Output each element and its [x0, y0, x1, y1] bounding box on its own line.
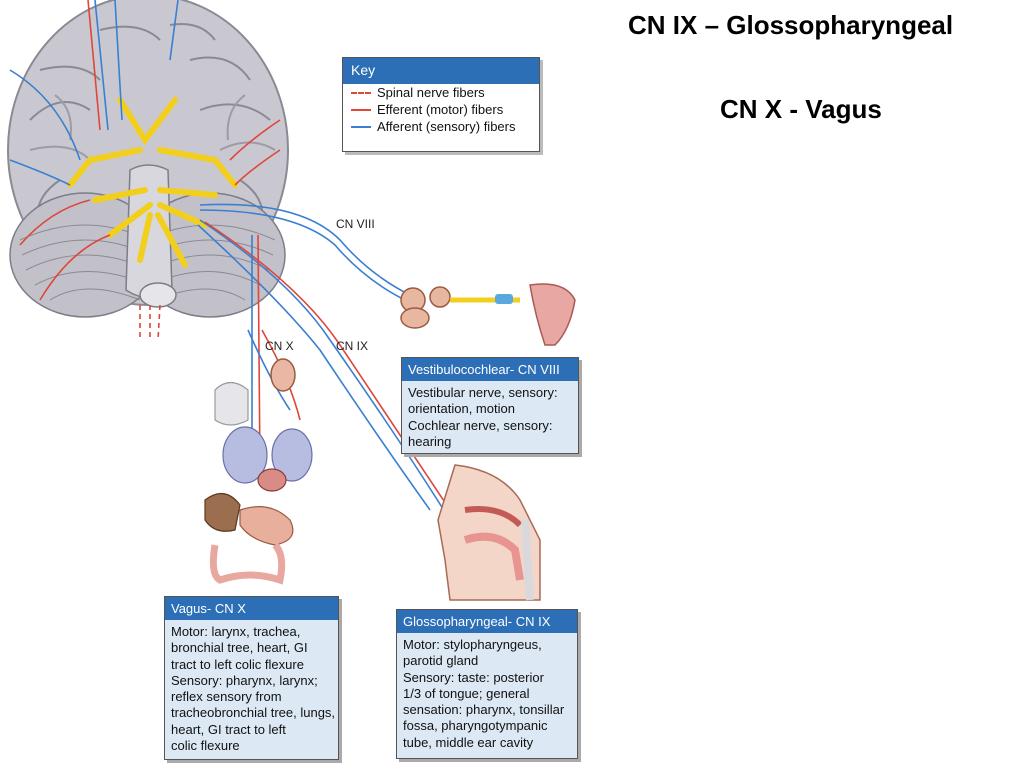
- solid-red-swatch: [351, 108, 371, 111]
- inner-ear: [400, 283, 576, 346]
- box-line: colic flexure: [171, 738, 240, 754]
- vagus-target-organs: [204, 358, 313, 585]
- spinal-fibers-top: [9, 0, 281, 341]
- legend-key: Key Spinal nerve fibers Efferent (motor)…: [342, 57, 540, 152]
- label-cn-x: CN X: [265, 339, 294, 353]
- box-line: reflex sensory from: [171, 689, 282, 705]
- box-line: Motor: stylopharyngeus,: [403, 637, 542, 652]
- box-line: bronchial tree, heart, GI: [171, 640, 308, 656]
- legend-label: Afferent (sensory) fibers: [377, 119, 516, 134]
- label-cn-ix: CN IX: [336, 339, 369, 353]
- solid-blue-swatch: [351, 125, 371, 128]
- box-line: 1/3 of tongue; general: [403, 685, 530, 701]
- box-heading: Vestibulocochlear- CN VIII: [402, 358, 578, 381]
- slide-title-cn-ix: CN IX – Glossopharyngeal: [628, 10, 954, 40]
- slide-title-cn-x: CN X - Vagus: [720, 94, 882, 124]
- box-line: tube, middle ear cavity: [403, 734, 534, 750]
- box-line: Vestibular nerve, sensory:: [408, 385, 558, 400]
- label-cn-viii: CN VIII: [336, 217, 375, 231]
- box-line: Cochlear nerve, sensory:: [408, 417, 553, 433]
- box-line: tract to left colic flexure: [171, 656, 304, 672]
- cn-ix-x-fibers: [197, 219, 506, 581]
- glossopharyngeal-box: Glossopharyngeal- CN IX Motor: stylophar…: [396, 609, 578, 759]
- box-line: hearing: [408, 433, 452, 449]
- box-line: sensation: pharynx, tonsillar: [403, 702, 565, 718]
- box-line: Sensory: taste: posterior: [403, 669, 544, 685]
- box-line: tracheobronchial tree, lungs,: [171, 705, 336, 721]
- legend-heading: Key: [343, 58, 539, 84]
- box-line: Motor: larynx, trachea,: [171, 624, 301, 639]
- legend-item-spinal: Spinal nerve fibers: [343, 84, 539, 101]
- box-heading: Glossopharyngeal- CN IX: [397, 610, 577, 633]
- box-line: parotid gland: [403, 653, 479, 669]
- cn-viii-fibers: [199, 203, 411, 301]
- vestibulocochlear-box: Vestibulocochlear- CN VIII Vestibular ne…: [401, 357, 579, 454]
- box-line: fossa, pharyngotympanic: [403, 718, 548, 734]
- cranial-nerve-roots: [67, 97, 238, 268]
- head-sagittal-view: [437, 464, 541, 601]
- vagus-box: Vagus- CN X Motor: larynx, trachea, bron…: [164, 596, 339, 760]
- legend-label: Efferent (motor) fibers: [377, 102, 504, 117]
- box-line: orientation, motion: [408, 401, 515, 417]
- box-heading: Vagus- CN X: [165, 597, 338, 620]
- box-line: heart, GI tract to left: [171, 721, 286, 737]
- dashed-red-swatch: [351, 91, 371, 94]
- legend-item-efferent: Efferent (motor) fibers: [343, 101, 539, 118]
- legend-item-afferent: Afferent (sensory) fibers: [343, 118, 539, 135]
- box-line: Sensory: pharynx, larynx;: [171, 672, 318, 688]
- legend-label: Spinal nerve fibers: [377, 85, 485, 100]
